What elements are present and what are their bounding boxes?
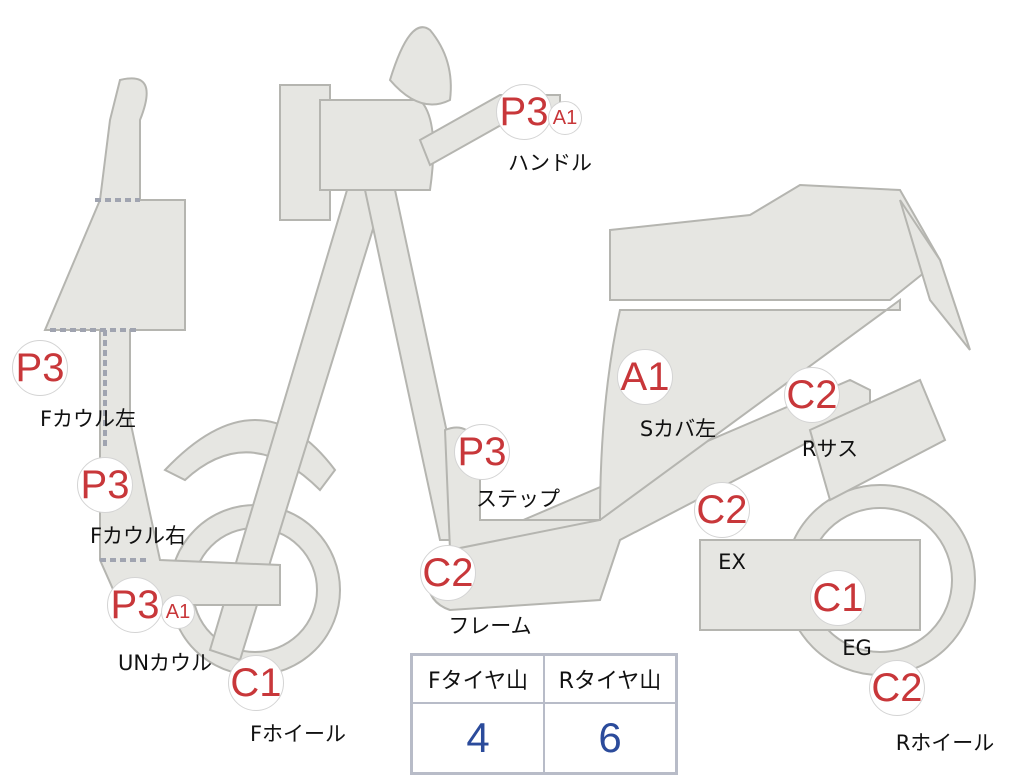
grade-badge: C2 (869, 660, 925, 716)
part-label-f-cowl-right: Fカウル右 (89, 524, 187, 548)
grade-badge: C1 (228, 655, 284, 711)
part-label-ex: EX (718, 550, 746, 574)
part-label-r-sus: Rサス (801, 437, 859, 461)
engine (699, 539, 921, 631)
grade-badge: C2 (420, 545, 476, 601)
rear-tire-value: 6 (543, 702, 678, 775)
part-label-f-wheel: Fホイール (249, 722, 347, 746)
part-label-f-cowl-left: Fカウル左 (39, 407, 137, 431)
grade-badge: A1 (161, 595, 195, 629)
part-label-eg: EG (842, 636, 872, 660)
grade-badge: C2 (694, 482, 750, 538)
part-label-handle: ハンドル (508, 151, 592, 175)
front-tire-header: Fタイヤ山 (410, 653, 545, 704)
rear-shock (808, 378, 947, 502)
grade-badge: P3 (77, 457, 133, 513)
grade-badge: A1 (617, 349, 673, 405)
grade-badge: C2 (784, 367, 840, 423)
part-label-frame: フレーム (448, 614, 532, 638)
grade-badge: C1 (810, 570, 866, 626)
seat (609, 183, 942, 301)
mirror (388, 26, 452, 106)
part-label-r-wheel: Rホイール (895, 731, 995, 755)
grade-badge: P3 (12, 340, 68, 396)
grade-badge: P3 (107, 577, 163, 633)
tire-tread-table: Fタイヤ山 Rタイヤ山 4 6 (410, 653, 678, 775)
part-label-s-cover-left: Sカバ左 (639, 417, 717, 441)
rear-tire-header: Rタイヤ山 (543, 653, 678, 704)
grade-badge: P3 (454, 424, 510, 480)
part-label-un-cowl: UNカウル (117, 651, 213, 675)
grade-badge: P3 (496, 84, 552, 140)
part-label-step: ステップ (476, 487, 560, 511)
front-tire-value: 4 (410, 702, 545, 775)
grade-badge: A1 (548, 101, 582, 135)
headlight (279, 84, 331, 221)
